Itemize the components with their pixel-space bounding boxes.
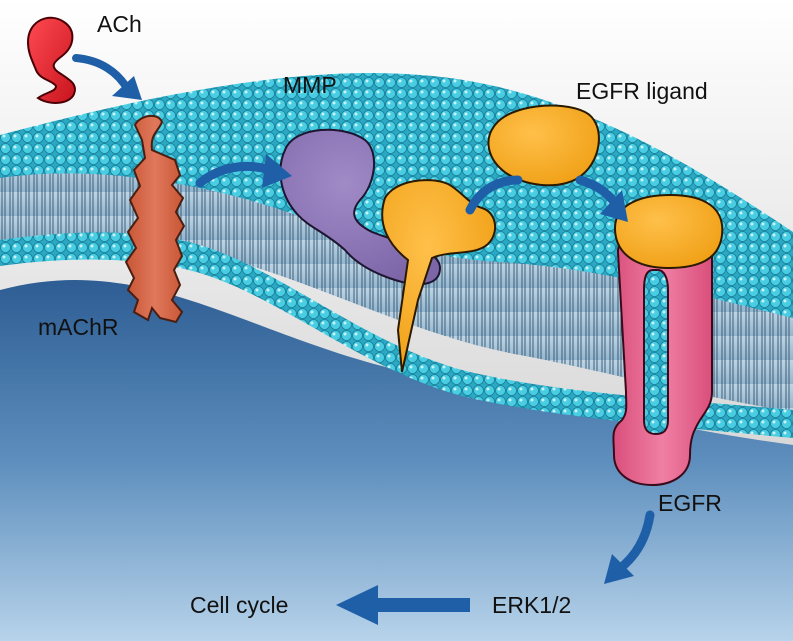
- erk-to-cell-cycle-arrow: [336, 585, 470, 625]
- machr-to-mmp-arrow: [195, 154, 292, 188]
- machr-receptor: [124, 114, 186, 324]
- cell-cycle-label: Cell cycle: [190, 592, 288, 618]
- membrane-core: [0, 173, 793, 412]
- erk-label: ERK1/2: [492, 592, 571, 618]
- egfr-bound-ligand: [613, 193, 724, 270]
- egfr-to-erk-arrow: [604, 510, 655, 584]
- membrane-inner-leaflet: [0, 232, 793, 438]
- ach-label: ACh: [97, 11, 142, 37]
- egfr-ligand-precursor: [381, 179, 497, 373]
- egfr-label: EGFR: [658, 490, 722, 516]
- egfr-ligand: [487, 104, 600, 187]
- ach-to-machr-arrow: [72, 54, 142, 100]
- machr-label: mAChR: [38, 314, 119, 340]
- ligand-to-egfr-arrow: [575, 175, 628, 222]
- cytoplasm: [0, 279, 793, 641]
- mmp-label: MMP: [283, 72, 337, 98]
- ach-molecule: [26, 16, 76, 104]
- egfr-ligand-label: EGFR ligand: [576, 78, 708, 104]
- ligand-shedding-arrow: [465, 175, 523, 215]
- egfr-receptor: [612, 225, 713, 487]
